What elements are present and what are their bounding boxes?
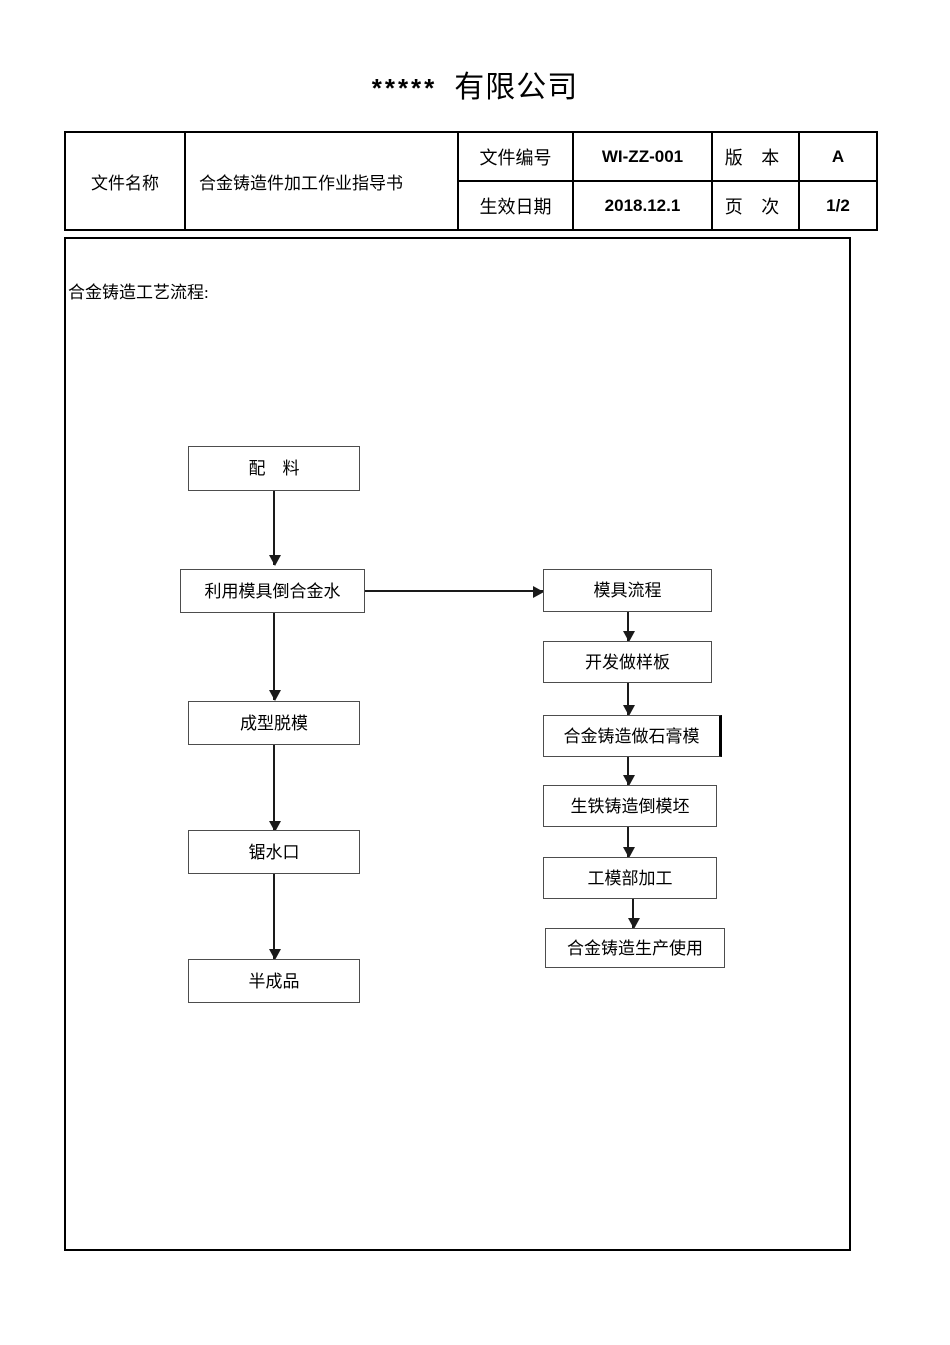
flow-node-kaifazuoyangban: 开发做样板 [543,641,712,683]
flow-arrow-down-8 [623,827,635,858]
effective-date-value: 2018.12.1 [572,180,713,231]
document-body-frame [64,237,851,1251]
flow-node-shengtiezhuzao: 生铁铸造倒模坯 [543,785,717,827]
flow-arrow-down-1 [269,491,281,566]
page-title: ***** 有限公司 [0,62,950,106]
version-value: A [798,131,878,182]
flow-node-mojuliucheng: 模具流程 [543,569,712,612]
flow-arrow-down-9 [628,899,640,929]
doc-name-value: 合金铸造件加工作业指导书 [184,131,459,231]
flow-arrow-down-4 [269,874,281,960]
flow-node-shengchanshiyong: 合金铸造生产使用 [545,928,725,968]
flow-node-jushuikou: 锯水口 [188,830,360,874]
flow-arrow-down-3 [269,745,281,832]
flow-arrow-right-connector [365,586,544,598]
flow-node-gongmobu: 工模部加工 [543,857,717,899]
flow-arrow-down-5 [623,612,635,642]
doc-no-value: WI-ZZ-001 [572,131,713,182]
title-stars: ***** [371,73,438,103]
flow-arrow-down-2 [269,613,281,701]
doc-no-label: 文件编号 [457,131,574,182]
page-label: 页 次 [711,180,800,231]
flow-node-banchengpin: 半成品 [188,959,360,1003]
flow-arrow-down-7 [623,757,635,786]
flow-node-shigaomo: 合金铸造做石膏模 [543,715,722,757]
flow-arrow-down-6 [623,683,635,716]
doc-name-label: 文件名称 [64,131,186,231]
version-label: 版 本 [711,131,800,182]
flowchart-heading: 合金铸造工艺流程: [68,283,209,302]
title-company: 有限公司 [454,71,579,104]
flow-node-liyongmoju: 利用模具倒合金水 [180,569,365,613]
table-row: 文件名称 合金铸造件加工作业指导书 文件编号 WI-ZZ-001 版 本 A [64,131,878,231]
flow-node-chengxingtuomo: 成型脱模 [188,701,360,745]
effective-date-label: 生效日期 [457,180,574,231]
document-header-table: 文件名称 合金铸造件加工作业指导书 文件编号 WI-ZZ-001 版 本 A 生… [64,131,878,231]
page-value: 1/2 [798,180,878,231]
table-row: 生效日期 2018.12.1 页 次 1/2 [65,180,878,231]
flow-node-peiliao: 配 料 [188,446,360,491]
